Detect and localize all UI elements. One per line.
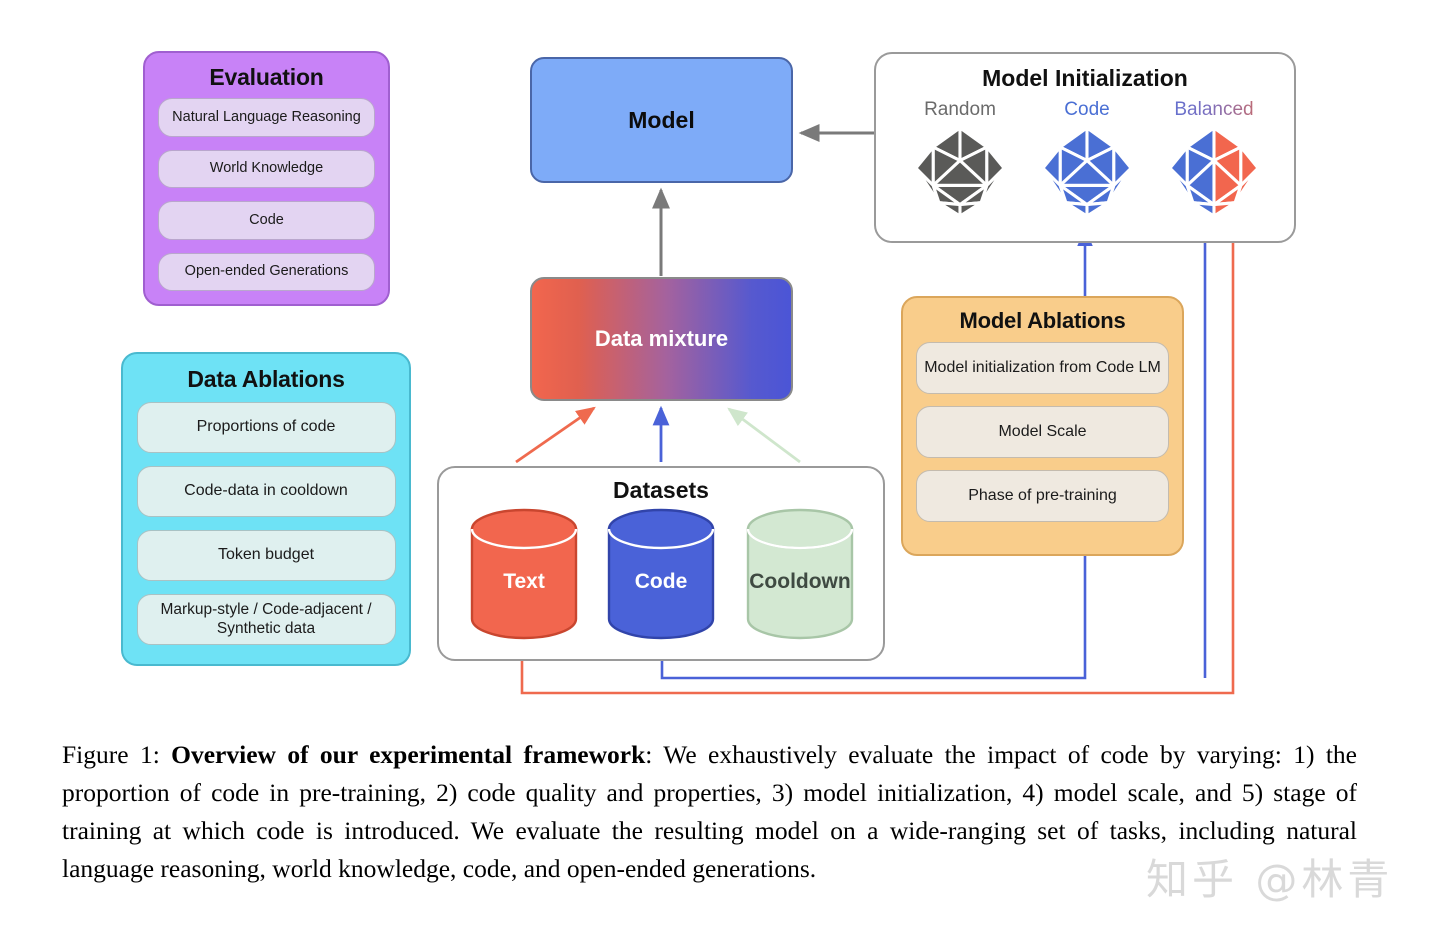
data-ablations-panel: Data Ablations Proportions of code Code-… [121,352,411,666]
init-label-balanced: Balanced [1149,100,1279,119]
data-ablations-item-token-budget[interactable]: Token budget [136,530,396,581]
watermark: 知乎 @林青 [1146,855,1394,904]
model-ablations-title: Model Ablations [959,308,1126,333]
data-ablations-title: Data Ablations [187,366,345,392]
icosahedron-icon [914,126,1006,218]
data-mixture-label: Data mixture [594,326,729,351]
init-column-code: Code [1022,100,1152,218]
data-ablations-item-proportions-of-code[interactable]: Proportions of code [136,402,396,453]
data-ablations-item-code-data-in-cooldown[interactable]: Code-data in cooldown [136,466,396,517]
data-ablations-item-markup-style[interactable]: Markup-style / Code-adjacent / Synthetic… [136,594,396,645]
model-ablations-item-model-initialization[interactable]: Model initialization from Code LM [916,342,1169,394]
model-initialization-panel: Model Initialization Random [874,52,1296,243]
model-box-label: Model [628,106,695,133]
caption-bold-title: Overview of our experimental framework [171,740,646,769]
evaluation-title: Evaluation [209,64,324,90]
data-mixture-box: Data mixture [530,277,793,401]
arrow-text-to-mixture [515,406,596,464]
cylinder-shape-icon [607,508,715,640]
arrow-cooldown-to-mixture [727,407,801,464]
evaluation-item-code[interactable]: Code [158,201,375,240]
model-ablations-panel: Model Ablations Model initialization fro… [901,296,1184,556]
model-ablations-item-model-scale[interactable]: Model Scale [916,406,1169,458]
datasets-title: Datasets [613,477,709,503]
evaluation-item-natural-language-reasoning[interactable]: Natural Language Reasoning [158,98,375,137]
init-label-code: Code [1064,99,1110,120]
init-label-random: Random [924,99,996,120]
evaluation-panel: Evaluation Natural Language Reasoning Wo… [143,51,390,306]
model-initialization-title: Model Initialization [982,65,1188,91]
dataset-cylinder-code: Code [605,508,717,640]
init-column-random: Random [895,100,1025,218]
caption-body: : We exhaustively evaluate the impact of… [62,740,1357,883]
model-ablations-item-phase-of-pretraining[interactable]: Phase of pre-training [916,470,1169,522]
cylinder-shape-icon [470,508,578,640]
icosahedron-split-icon [1168,126,1260,218]
model-box: Model [530,57,793,183]
cylinder-shape-icon [746,508,854,640]
figure-caption: Figure 1: Overview of our experimental f… [62,736,1357,888]
dataset-cylinder-text: Text [468,508,580,640]
evaluation-item-open-ended-generations[interactable]: Open-ended Generations [158,252,375,291]
icosahedron-icon [1041,126,1133,218]
dataset-cylinder-cooldown: Cooldown [744,508,856,640]
init-column-balanced: Balanced [1149,100,1279,218]
caption-prefix: Figure 1: [62,740,172,769]
evaluation-item-world-knowledge[interactable]: World Knowledge [158,149,375,188]
